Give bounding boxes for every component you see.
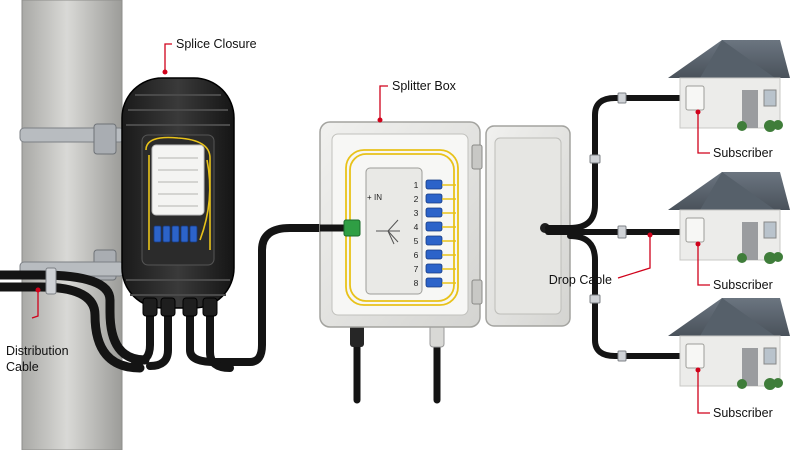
splitter-output-connectors <box>425 179 456 288</box>
leader-lines <box>31 43 710 414</box>
label-subscriber-1: Subscriber <box>713 146 773 160</box>
splice-closure <box>121 77 329 372</box>
drop-cable-clamps <box>589 92 627 362</box>
subscriber-house-2 <box>668 172 790 264</box>
leader-dots <box>35 69 701 373</box>
label-subscriber-3: Subscriber <box>713 406 773 420</box>
distribution-cable <box>0 270 150 373</box>
port-label: 8 <box>414 278 419 288</box>
port-label: 6 <box>414 250 419 260</box>
port-label: 7 <box>414 264 419 274</box>
label-drop-cable: Drop Cable <box>549 273 612 287</box>
subscriber-house-3 <box>668 298 790 390</box>
label-distribution-cable-line2: Cable <box>6 360 39 374</box>
splitter-box: 1 2 3 4 5 6 7 8 IN + <box>319 121 483 404</box>
label-splice-closure: Splice Closure <box>176 37 257 51</box>
label-distribution-cable-line1: Distribution <box>6 344 69 358</box>
port-label: 5 <box>414 236 419 246</box>
subscriber-house-1 <box>668 40 790 132</box>
port-label: 1 <box>414 180 419 190</box>
label-splitter-box: Splitter Box <box>392 79 457 93</box>
port-label: 3 <box>414 208 419 218</box>
port-label: 4 <box>414 222 419 232</box>
splitter-input-label: IN <box>374 193 382 202</box>
port-label: 2 <box>414 194 419 204</box>
label-subscriber-2: Subscriber <box>713 278 773 292</box>
svg-text:+: + <box>367 193 372 202</box>
cable-clamp <box>45 267 57 295</box>
utility-pole <box>21 0 123 450</box>
